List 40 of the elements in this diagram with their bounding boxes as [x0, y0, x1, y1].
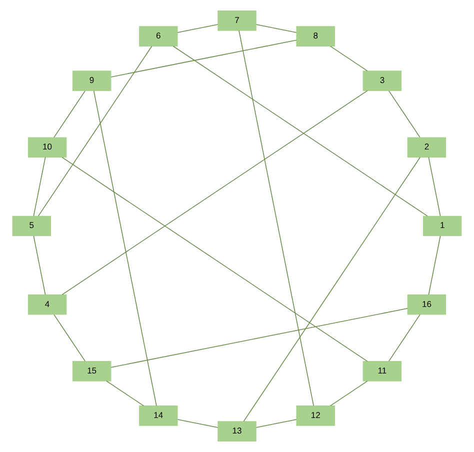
node-box: 6	[139, 26, 178, 46]
node-box: 13	[218, 421, 256, 442]
node-box: 8	[296, 26, 335, 46]
connector	[388, 314, 420, 362]
node-box: 12	[296, 406, 335, 426]
connector	[177, 419, 218, 428]
connector	[62, 156, 368, 362]
connector	[243, 156, 420, 422]
connector	[428, 235, 441, 296]
node-box: 1	[422, 216, 462, 236]
connector	[330, 46, 368, 72]
node-box: 11	[362, 361, 402, 382]
node-box: 5	[12, 216, 52, 236]
connector	[256, 419, 297, 428]
connector	[54, 90, 86, 138]
node-box: 4	[28, 294, 67, 315]
node-box: 9	[72, 70, 112, 91]
connector	[62, 90, 368, 296]
connector	[256, 24, 297, 33]
connector	[33, 235, 46, 296]
node-box: 10	[28, 137, 67, 158]
connector	[38, 46, 152, 216]
connector	[238, 30, 314, 406]
connector	[428, 156, 441, 216]
node-box: 7	[218, 10, 256, 31]
node-box: 14	[139, 406, 178, 426]
node-box: 2	[407, 137, 446, 158]
connector	[330, 380, 368, 406]
connector	[172, 46, 428, 216]
connector	[33, 156, 46, 216]
connector	[106, 380, 144, 406]
node-box: 3	[362, 70, 402, 91]
connector	[110, 308, 408, 368]
connector	[93, 90, 157, 406]
connector	[110, 40, 297, 78]
node-box: 16	[407, 294, 446, 315]
connector	[388, 90, 420, 138]
node-box: 15	[72, 361, 112, 382]
connector	[177, 24, 218, 33]
connector	[54, 314, 86, 362]
